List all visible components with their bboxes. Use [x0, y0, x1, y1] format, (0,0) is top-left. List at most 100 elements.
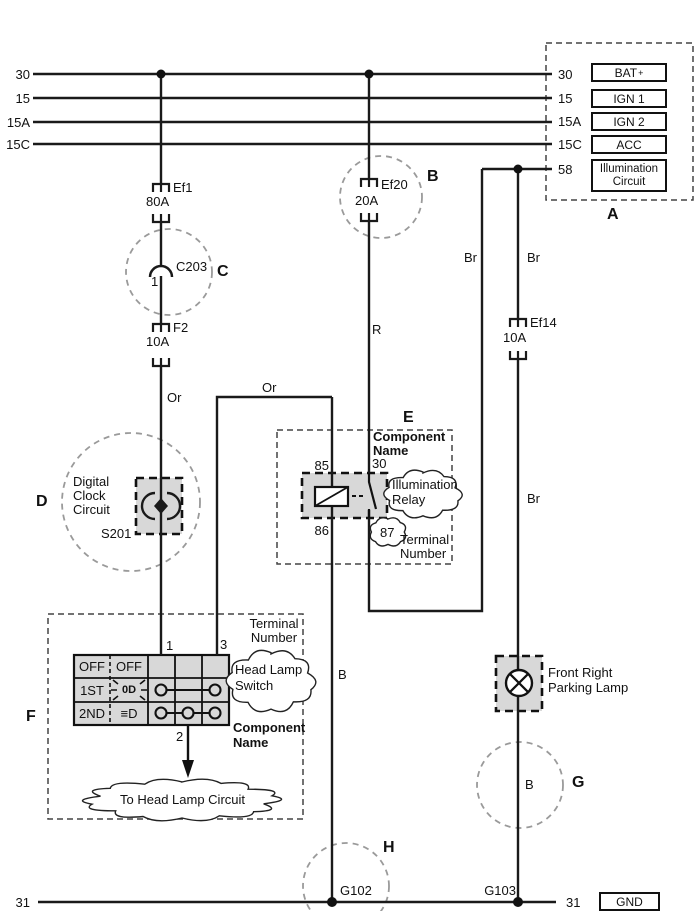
parking-lamp-glyph-rays: [111, 679, 147, 701]
bus-label-15a-right: 15A: [558, 114, 582, 129]
fuse-ef14-icon: [508, 317, 528, 361]
ground-g102-label: G102: [340, 883, 372, 898]
bat-box: [591, 63, 667, 82]
fuse-ef1-icon: [151, 182, 171, 224]
bus-label-15a-left: 15A: [6, 115, 30, 130]
relay-coil-icon: [313, 485, 350, 508]
fuse-ef20-id: Ef20: [381, 177, 408, 192]
acc-box: [591, 135, 667, 154]
to-head-lamp-circuit-text: To Head Lamp Circuit: [120, 792, 245, 807]
section-d-circle: [61, 432, 201, 572]
wire-label-b-relay: B: [338, 667, 347, 682]
bus-label-31-right: 31: [566, 895, 581, 910]
gnd-label: GND: [616, 894, 643, 909]
switch-row-1st-fn parking-lamp-glyph: 0D: [121, 684, 137, 696]
fuse-f2-icon: [151, 322, 171, 368]
acc-label: ACC: [616, 137, 642, 152]
section-label-f: F: [26, 708, 36, 725]
to-head-lamp-circuit-cloud: [81, 778, 283, 822]
connector-c203-id: C203: [176, 259, 208, 274]
relay-switch-blade: [367, 473, 378, 518]
fuse-ef20-icon: [359, 177, 379, 223]
section-label-b: B: [427, 168, 439, 185]
ign1-label: IGN 1: [613, 91, 645, 106]
wire-label-or-branch: Or: [262, 380, 277, 395]
ign2-box: [591, 112, 667, 131]
wire-label-br-right: Br: [527, 250, 540, 265]
section-h-circle: [302, 842, 390, 911]
wire-relay-87-to-58: [367, 169, 484, 613]
bus-label-31-left: 31: [15, 895, 30, 910]
fuse-f2-rating: 10A: [146, 334, 170, 349]
wire-label-r: R: [372, 322, 382, 337]
wire-label-b-lamp: B: [525, 777, 534, 792]
switch-row-off-fn: OFF: [116, 659, 142, 674]
section-label-c: C: [217, 263, 229, 280]
splice-s201-icon: [140, 491, 182, 521]
fuse-ef14-id: Ef14: [530, 315, 557, 330]
section-label-d: D: [36, 493, 48, 510]
section-b-circle: [339, 155, 423, 239]
relay-terminal-87: 87: [380, 525, 395, 540]
bus-label-15c-right: 15C: [558, 137, 582, 152]
switch-row-1st-pos: 1ST: [80, 683, 104, 698]
section-label-a: A: [607, 206, 619, 223]
wire-label-br-lamp: Br: [527, 491, 540, 506]
switch-terminal-2: 2: [176, 729, 184, 744]
gnd-box: [599, 892, 660, 911]
junction-dots: [156, 69, 523, 907]
section-label-h: H: [383, 839, 395, 856]
illumination-relay-cloud: [383, 469, 463, 519]
fuse-ef1-id: Ef1: [173, 180, 193, 195]
bus-label-15-right: 15: [558, 91, 573, 106]
illumination-circuit-box: [591, 159, 667, 192]
bus-label-30-left: 30: [15, 67, 30, 82]
section-label-g: G: [572, 774, 585, 791]
fuse-ef1-rating: 80A: [146, 194, 170, 209]
callout-clouds: [81, 469, 463, 822]
switch-grid-lines: [74, 655, 229, 725]
bus-label-15-left: 15: [15, 91, 30, 106]
wire-or-branch: [215, 395, 332, 655]
switch-row-2nd-pos: 2ND: [78, 706, 105, 721]
relay-terminal-85: 85: [314, 458, 329, 473]
section-label-e: E: [403, 409, 414, 426]
section-c-circle: [125, 228, 213, 316]
fuse-ef20-rating: 20A: [355, 193, 379, 208]
ign1-box: [591, 89, 667, 108]
head-lamp-switch-cloud: [225, 649, 317, 713]
connector-c203-icon: [148, 264, 174, 278]
bus-label-15c-left: 15C: [6, 137, 30, 152]
fuse-f2-id: F2: [173, 320, 189, 335]
bat-label: BAT+: [614, 65, 644, 80]
relay-terminal-86: 86: [314, 523, 329, 538]
ground-g103-label: G103: [484, 883, 516, 898]
bus-label-30-right: 30: [558, 67, 573, 82]
switch-terminal-3: 3: [220, 637, 228, 652]
splice-s201-id: S201: [101, 526, 132, 541]
section-g-circle: [476, 741, 564, 829]
switch-contacts: [154, 683, 222, 720]
wire-label-br-left: Br: [464, 250, 477, 265]
power-bus-lines: [33, 72, 552, 146]
relay-terminal-30: 30: [372, 456, 387, 471]
connector-c203-pin: 1: [151, 274, 159, 289]
terminal2-arrow: [182, 725, 194, 778]
switch-row-off-pos: OFF: [79, 659, 105, 674]
parking-lamp-icon: [504, 668, 534, 698]
fuse-ef14-rating: 10A: [503, 330, 527, 345]
bus-label-58: 58: [558, 162, 573, 177]
section-a-box: [545, 42, 694, 201]
switch-row-2nd-fn headlamp-glyph: ≡D: [120, 706, 138, 721]
